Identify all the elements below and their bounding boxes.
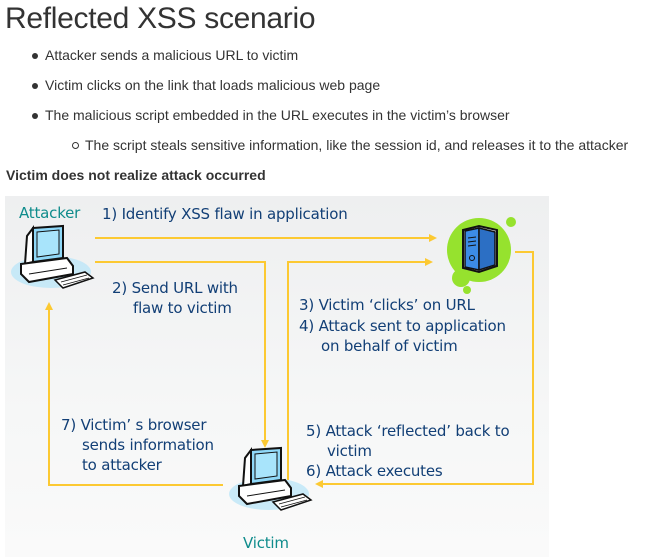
arrow-server-to-victim	[315, 251, 534, 488]
attacker-label: Attacker	[19, 204, 81, 222]
diagram-graphics	[11, 217, 534, 511]
server-icon	[447, 217, 516, 294]
attacker-computer-icon	[11, 224, 95, 289]
bullet-item: Attacker sends a malicious URL to victim	[32, 47, 299, 63]
step-5-label-line2: victim	[327, 442, 372, 460]
sub-bullet-text: The script steals sensitive information,…	[85, 137, 629, 153]
step-4-label-line1: 4) Attack sent to application	[299, 317, 506, 335]
step-3-label: 3) Victim ‘clicks’ on URL	[299, 296, 475, 314]
bullet-item: Victim clicks on the link that loads mal…	[32, 77, 381, 93]
step-1-label: 1) Identify XSS flaw in application	[102, 205, 348, 223]
bullet-text: Victim clicks on the link that loads mal…	[45, 77, 381, 93]
arrow-victim-to-attacker	[45, 302, 223, 486]
step-7-label-line2: sends information	[82, 436, 214, 454]
step-7-label-line1: 7) Victim’ s browser	[61, 416, 207, 434]
bullet-text: Attacker sends a malicious URL to victim	[45, 47, 299, 63]
step-2-label-line1: 2) Send URL with	[112, 279, 238, 297]
step-5-label-line1: 5) Attack ‘reflected’ back to	[306, 422, 510, 440]
bullet-text: The malicious script embedded in the URL…	[45, 107, 510, 123]
bullet-circle-icon	[72, 142, 79, 149]
summary-note: Victim does not realize attack occurred	[6, 167, 266, 183]
victim-computer-icon	[229, 446, 313, 511]
sub-bullet-item: The script steals sensitive information,…	[72, 137, 629, 153]
bullet-dot-icon	[32, 83, 38, 89]
bullet-item: The malicious script embedded in the URL…	[32, 107, 510, 123]
step-6-label: 6) Attack executes	[306, 462, 443, 480]
arrow-attacker-to-victim	[95, 261, 269, 448]
page-title: Reflected XSS scenario	[5, 2, 316, 35]
victim-label: Victim	[243, 534, 289, 552]
xss-flow-diagram: Attacker Victim 1) Identify XSS flaw in …	[5, 196, 549, 557]
step-2-label-line2: flaw to victim	[133, 299, 232, 317]
step-4-label-line2: on behalf of victim	[321, 337, 458, 355]
step-7-label-line3: to attacker	[82, 456, 162, 474]
bullet-dot-icon	[32, 53, 38, 59]
arrow-victim-to-server	[287, 258, 433, 480]
bullet-dot-icon	[32, 113, 38, 119]
